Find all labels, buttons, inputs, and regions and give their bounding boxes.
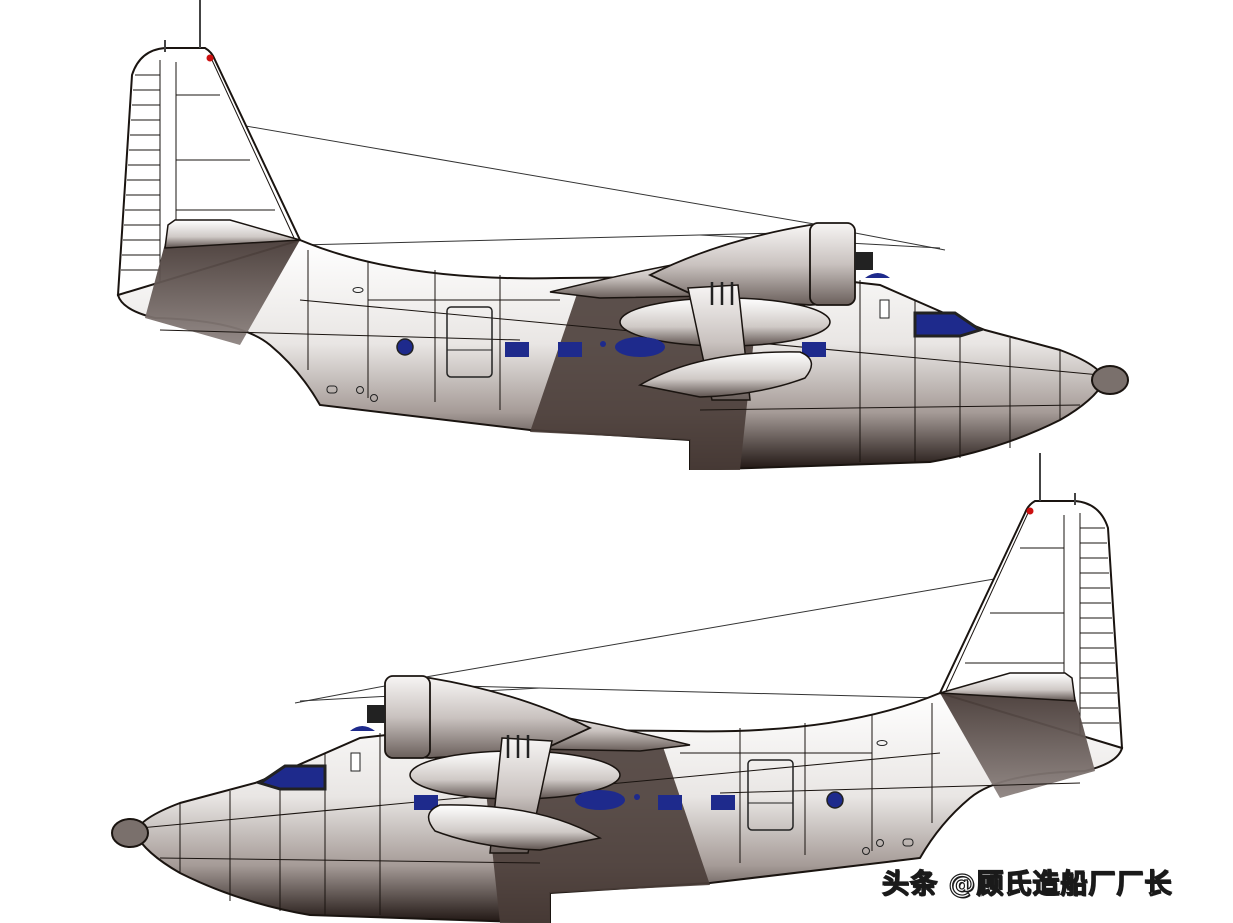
horizontal-stabilizer xyxy=(164,219,301,249)
propeller-hub xyxy=(367,705,385,723)
cabin-window xyxy=(558,342,582,357)
nav-light-tail xyxy=(1026,507,1034,515)
aircraft-profile-nose-right xyxy=(116,0,1129,470)
aircraft-profile-nose-left xyxy=(111,453,1124,923)
watermark: 头条 @顾氏造船厂厂长 xyxy=(881,868,1173,900)
cabin-window xyxy=(658,795,682,810)
nav-light-tail xyxy=(206,54,214,62)
propeller-hub xyxy=(855,252,873,270)
antenna-wires xyxy=(294,577,1001,704)
cabin-window xyxy=(414,795,438,810)
horizontal-stabilizer xyxy=(939,672,1076,702)
engine-nacelle xyxy=(350,675,593,759)
cabin-door xyxy=(747,759,794,831)
nose-cap xyxy=(111,818,149,848)
hull xyxy=(111,678,1124,923)
cabin-window xyxy=(802,342,826,357)
cabin-window xyxy=(711,795,735,810)
cockpit-window xyxy=(256,764,327,791)
wing-float xyxy=(427,735,603,854)
engine-nacelle xyxy=(647,222,890,306)
porthole xyxy=(396,338,414,356)
cabin-window xyxy=(505,342,529,357)
nose-cap xyxy=(1091,365,1129,395)
porthole xyxy=(826,791,844,809)
wing-float xyxy=(637,282,813,401)
cockpit-window xyxy=(913,311,984,338)
cabin-door xyxy=(446,306,493,378)
